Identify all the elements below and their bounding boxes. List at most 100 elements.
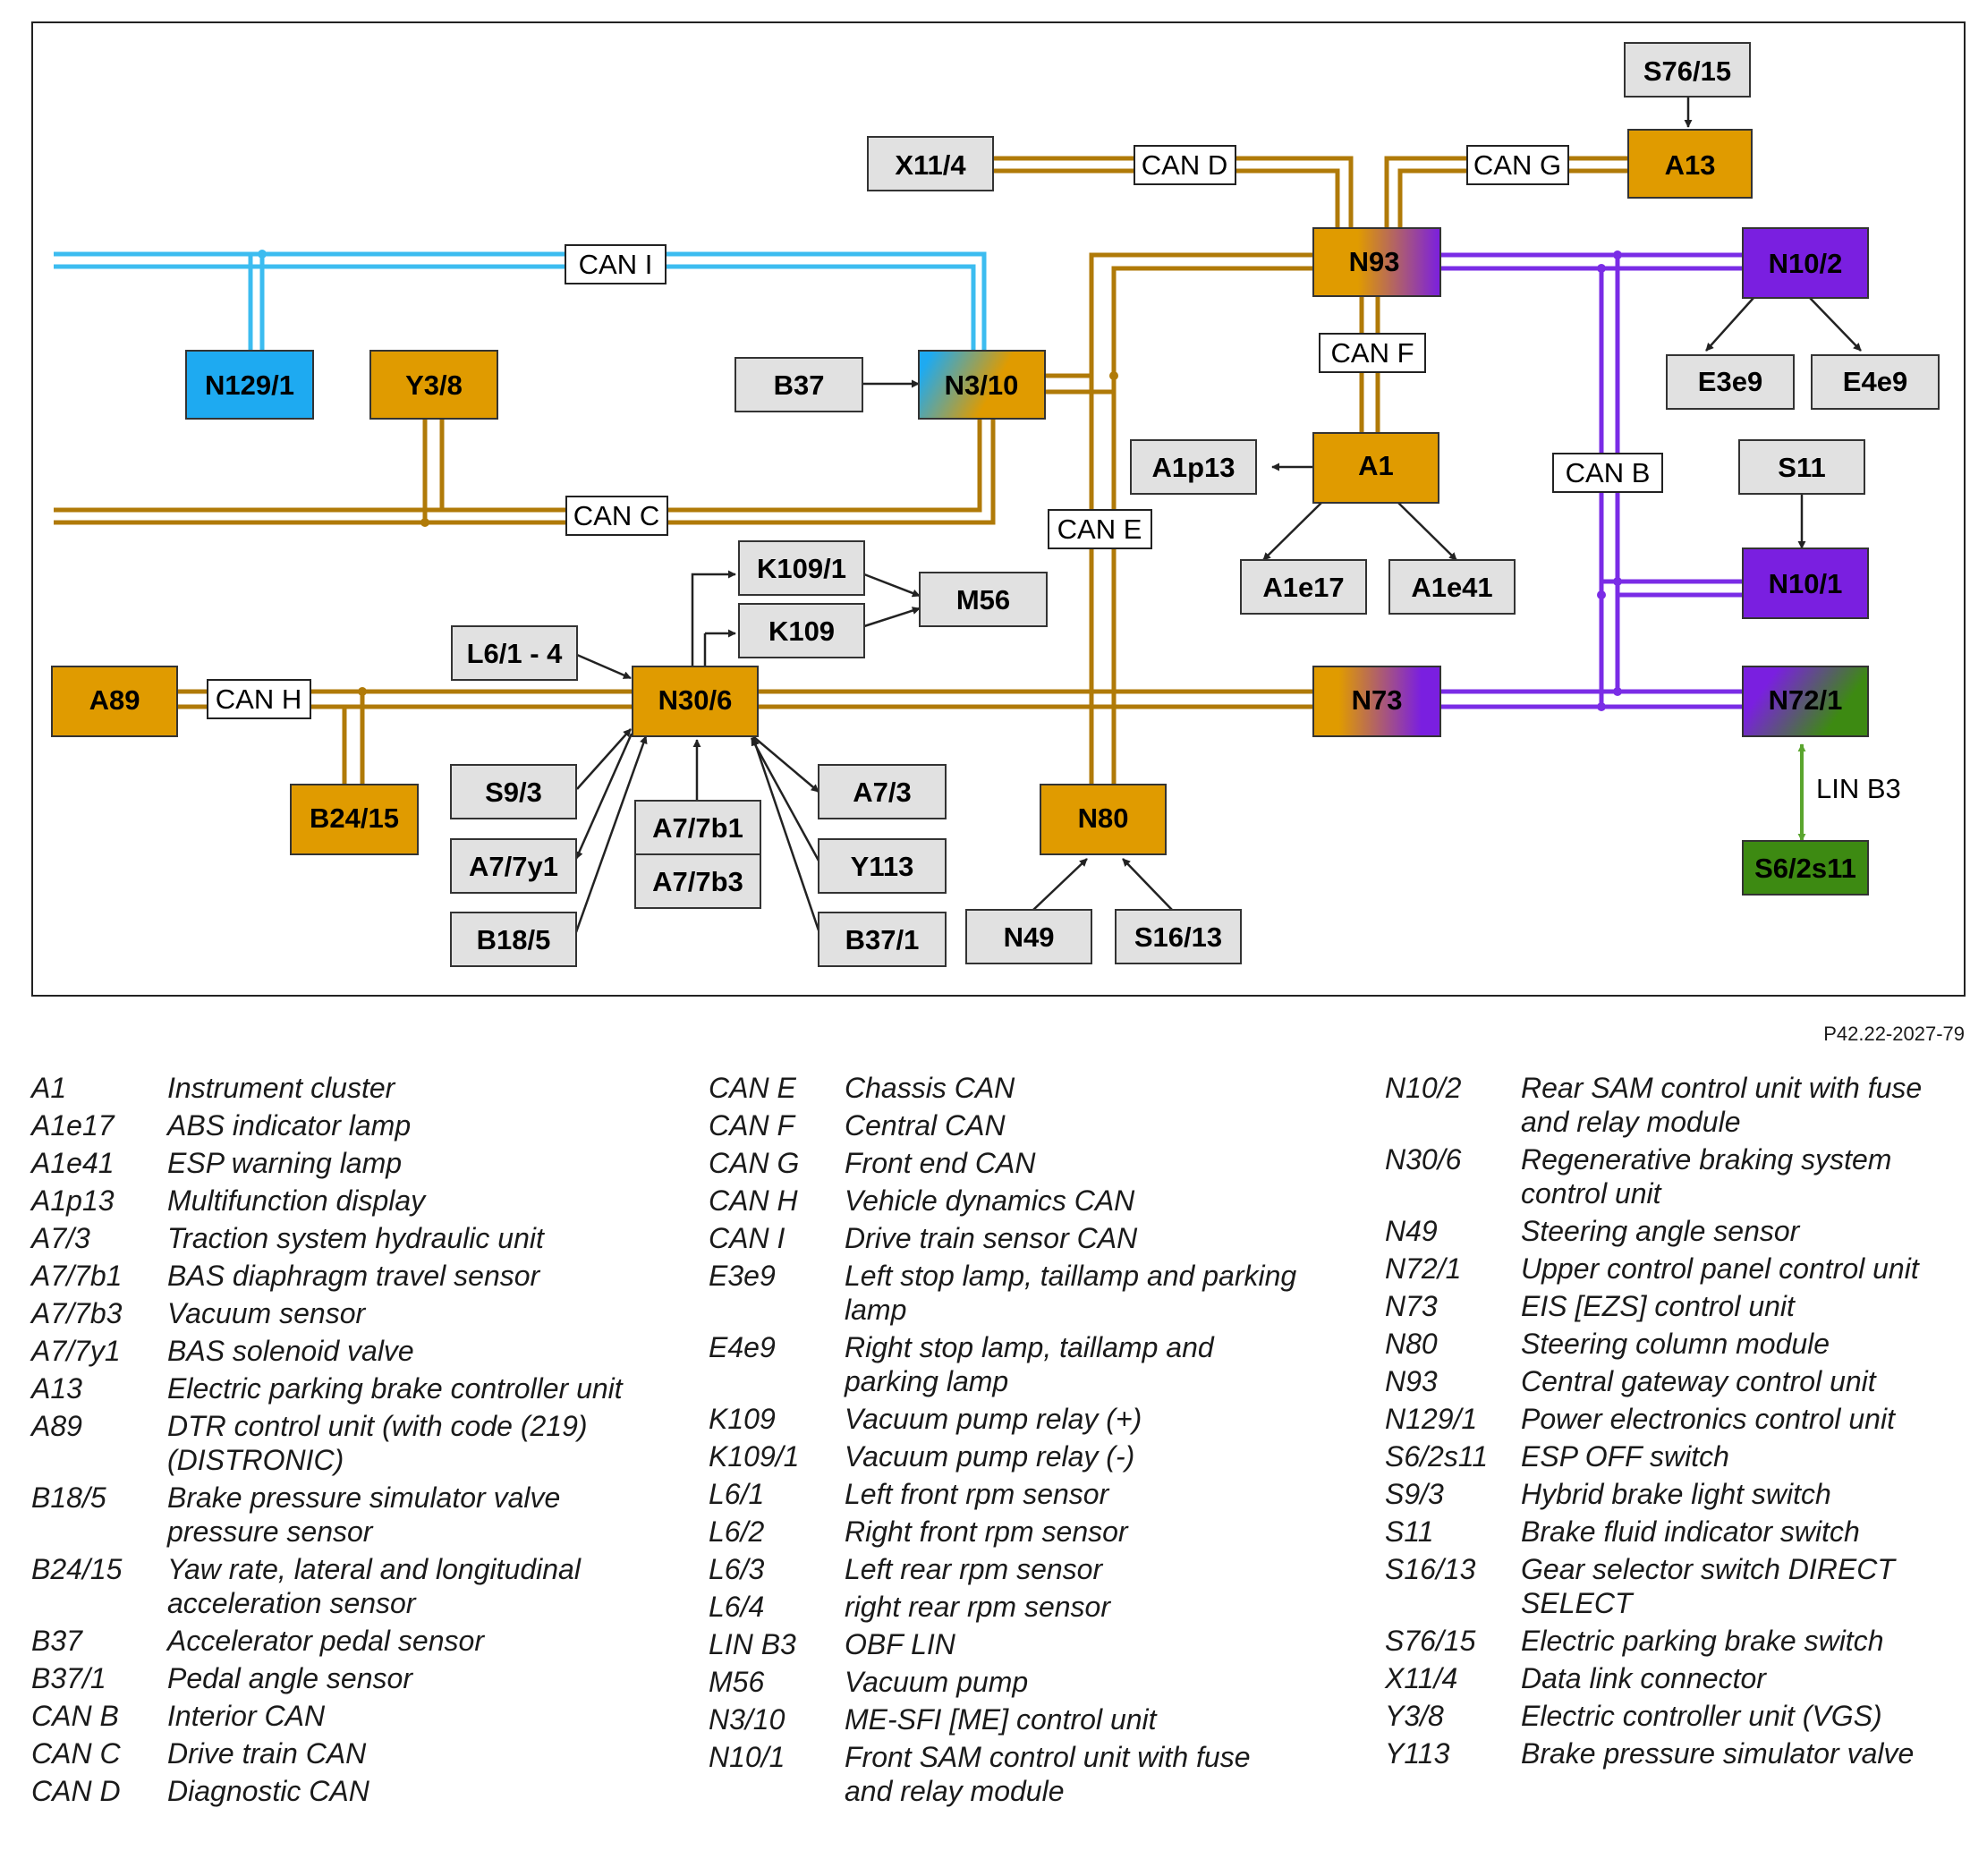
legend-description: Right stop lamp, taillamp and parking la… [845,1331,1214,1397]
bus-label-can-b: CAN B [1552,453,1663,493]
bus-junction [1109,371,1118,380]
box-e3e9: E3e9 [1666,354,1795,410]
svg-text:CAN E: CAN E [1057,514,1142,545]
box-n129-1: N129/1 [185,350,314,420]
legend-description: Steering column module [1521,1328,1830,1360]
bus-label-lin-b3: LIN B3 [1816,773,1901,804]
legend-code: CAN F [709,1109,794,1142]
legend-description: Left front rpm sensor [845,1478,1109,1510]
legend-code: A13 [31,1372,82,1405]
legend-code: S76/15 [1385,1625,1476,1657]
can-c-bus [54,416,996,525]
box-l6-1-4: L6/1 - 4 [451,625,578,681]
can-i-junction [258,250,267,259]
legend-description: Right front rpm sensor [845,1515,1128,1548]
svg-text:E4e9: E4e9 [1843,366,1907,397]
legend-description: Front end CAN [845,1147,1036,1179]
legend-description: Interior CAN [167,1700,326,1732]
legend-description: Hybrid brake light switch [1521,1478,1831,1510]
legend-code: K109/1 [709,1440,800,1473]
box-s16-13: S16/13 [1115,909,1242,964]
legend-code: N93 [1385,1365,1438,1397]
legend-description: Front SAM control unit with fuse and rel… [845,1741,1251,1807]
svg-text:A7/3: A7/3 [853,777,911,808]
legend-code: N10/2 [1385,1072,1462,1104]
legend-description: Electric parking brake switch [1521,1625,1884,1657]
legend-description: Brake fluid indicator switch [1521,1515,1860,1548]
legend-description: Rear SAM control unit with fuse and rela… [1521,1072,1923,1138]
legend-description: Drive train sensor CAN [845,1222,1138,1254]
legend-description: Central gateway control unit [1521,1365,1876,1397]
legend-description: Data link connector [1521,1662,1766,1694]
can-i-bus [54,251,987,369]
legend-item: N93 Central gateway control unit [1385,1364,1975,1398]
n3-10-to-n93-bus [1045,252,1313,395]
svg-text:B18/5: B18/5 [477,924,551,955]
svg-text:N3/10: N3/10 [945,369,1019,401]
legend-code: N73 [1385,1290,1438,1322]
signal-arrows [574,94,1862,933]
box-a1: A1 [1312,432,1439,504]
legend-code: E3e9 [709,1260,776,1292]
legend-description: Gear selector switch DIRECT SELECT [1521,1553,1895,1619]
svg-text:B37/1: B37/1 [845,924,920,955]
can-b-junctions [1597,250,1622,711]
legend-description: Steering angle sensor [1521,1215,1800,1247]
box-m56: M56 [919,572,1048,627]
can-e-bus [1089,376,1117,785]
legend-description: DTR control unit (with code (219) (DISTR… [167,1410,588,1476]
legend-description: Accelerator pedal sensor [167,1625,484,1657]
legend-description: ABS indicator lamp [167,1109,412,1142]
box-y113: Y113 [818,838,947,894]
legend-code: N49 [1385,1215,1438,1247]
box-n80: N80 [1040,784,1167,855]
svg-text:N72/1: N72/1 [1769,684,1843,716]
bus-label-can-c: CAN C [565,496,668,536]
figure-reference: P42.22-2027-79 [1823,1023,1965,1045]
legend-code: CAN H [709,1184,798,1217]
legend-item: S9/3 Hybrid brake light switch [1385,1477,1975,1511]
legend-code: S9/3 [1385,1478,1444,1510]
box-a13: A13 [1627,129,1753,199]
svg-text:A1e41: A1e41 [1411,572,1492,603]
svg-text:N49: N49 [1004,921,1055,953]
box-b24-15: B24/15 [290,784,419,855]
can-d-bus [993,156,1354,228]
legend-code: CAN D [31,1775,121,1807]
svg-text:N73: N73 [1352,684,1403,716]
svg-text:N80: N80 [1078,802,1129,834]
box-a1e41: A1e41 [1388,559,1516,615]
bus-label-can-h: CAN H [207,679,311,719]
legend-code: N80 [1385,1328,1438,1360]
box-a7-7b3: A7/7b3 [634,853,761,909]
network-diagram: CAN D CAN G CAN I CAN F CAN B CAN C CAN … [31,21,1966,997]
legend-description: ESP warning lamp [167,1147,403,1179]
svg-text:A89: A89 [89,684,140,716]
legend-description: Vacuum pump relay (-) [845,1440,1135,1473]
legend-code: A1 [31,1072,67,1104]
legend-code: L6/1 [709,1478,765,1510]
svg-text:CAN B: CAN B [1566,457,1651,488]
legend-description: Brake pressure simulator valve [1521,1737,1915,1770]
legend-item: N49 Steering angle sensor [1385,1214,1975,1248]
legend-description: Left stop lamp, taillamp and parking lam… [845,1260,1297,1326]
legend-item: E3e9 Left stop lamp, taillamp and parking… [709,1259,1299,1327]
box-n73: N73 [1312,666,1441,737]
